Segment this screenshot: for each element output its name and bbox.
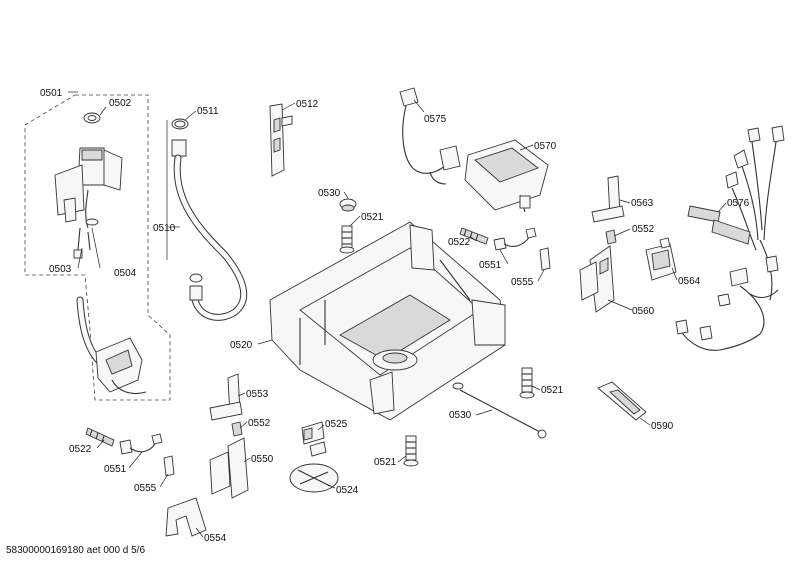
label-0552-top: 0552 — [632, 224, 655, 235]
hose-0510 — [171, 118, 248, 321]
label-0563: 0563 — [631, 198, 654, 209]
clip-0552-bottom — [231, 421, 243, 437]
label-0522-bottom: 0522 — [69, 444, 92, 455]
label-0503: 0503 — [49, 264, 72, 275]
part-labels: 0501 0502 0503 0504 0510 0511 0512 0520 … — [40, 88, 750, 544]
label-0504: 0504 — [114, 268, 137, 279]
bracket-0512 — [269, 103, 293, 177]
part-0524 — [289, 463, 339, 493]
bracket-0554 — [165, 497, 207, 537]
wiring-harness-0576 — [675, 125, 785, 351]
label-0551-bottom: 0551 — [104, 464, 127, 475]
label-0551-top: 0551 — [479, 260, 502, 271]
label-0555-top: 0555 — [511, 277, 534, 288]
part-0525 — [301, 421, 327, 457]
bracket-0553 — [209, 373, 243, 421]
label-0570: 0570 — [534, 141, 557, 152]
label-0522-top: 0522 — [448, 237, 471, 248]
label-0501: 0501 — [40, 88, 63, 99]
screw-0521-top — [339, 225, 355, 254]
part-0590 — [597, 381, 647, 421]
label-0590: 0590 — [651, 421, 674, 432]
leader-lines — [68, 91, 727, 538]
bracket-0563 — [591, 175, 625, 223]
screw-0521-bottom — [403, 435, 419, 467]
harness-0575 — [399, 87, 461, 185]
base-frame-0520 — [269, 221, 506, 421]
bracket-0560 — [579, 245, 615, 313]
label-0530-top: 0530 — [318, 188, 341, 199]
label-0521-top: 0521 — [361, 212, 384, 223]
label-0552-bottom: 0552 — [248, 418, 271, 429]
label-0511: 0511 — [197, 106, 219, 117]
bracket-0550 — [209, 437, 249, 499]
label-0555-bottom: 0555 — [134, 483, 157, 494]
clip-0552-top — [605, 229, 617, 245]
label-0521-bottom: 0521 — [374, 457, 397, 468]
label-0510: 0510 — [153, 223, 176, 234]
label-0564: 0564 — [678, 276, 701, 287]
screw-0521-right — [519, 367, 535, 399]
label-0576: 0576 — [727, 198, 750, 209]
label-0560: 0560 — [632, 306, 655, 317]
label-0575: 0575 — [424, 114, 447, 125]
group-outline-0501 — [24, 94, 171, 401]
heater-0522-top — [459, 227, 551, 271]
label-0520: 0520 — [230, 340, 253, 351]
drain-hose-0504 — [76, 296, 147, 395]
label-0554: 0554 — [204, 533, 227, 544]
label-0550: 0550 — [251, 454, 274, 465]
label-0521-right: 0521 — [541, 385, 564, 396]
foot-cap-0530-top — [339, 198, 357, 212]
heater-0522-bottom — [85, 427, 175, 477]
inlet-valve-assembly — [54, 112, 123, 259]
drawing-number: 58300000169180 aet 000 d 5/6 — [6, 545, 146, 556]
label-0524: 0524 — [336, 485, 359, 496]
label-0530-bottom: 0530 — [449, 410, 472, 421]
label-0553: 0553 — [246, 389, 269, 400]
control-module-0570 — [464, 139, 549, 213]
cable-0530-bottom — [452, 382, 547, 439]
part-0564 — [645, 237, 677, 281]
label-0502: 0502 — [109, 98, 132, 109]
label-0512: 0512 — [296, 99, 319, 110]
label-0525: 0525 — [325, 419, 348, 430]
